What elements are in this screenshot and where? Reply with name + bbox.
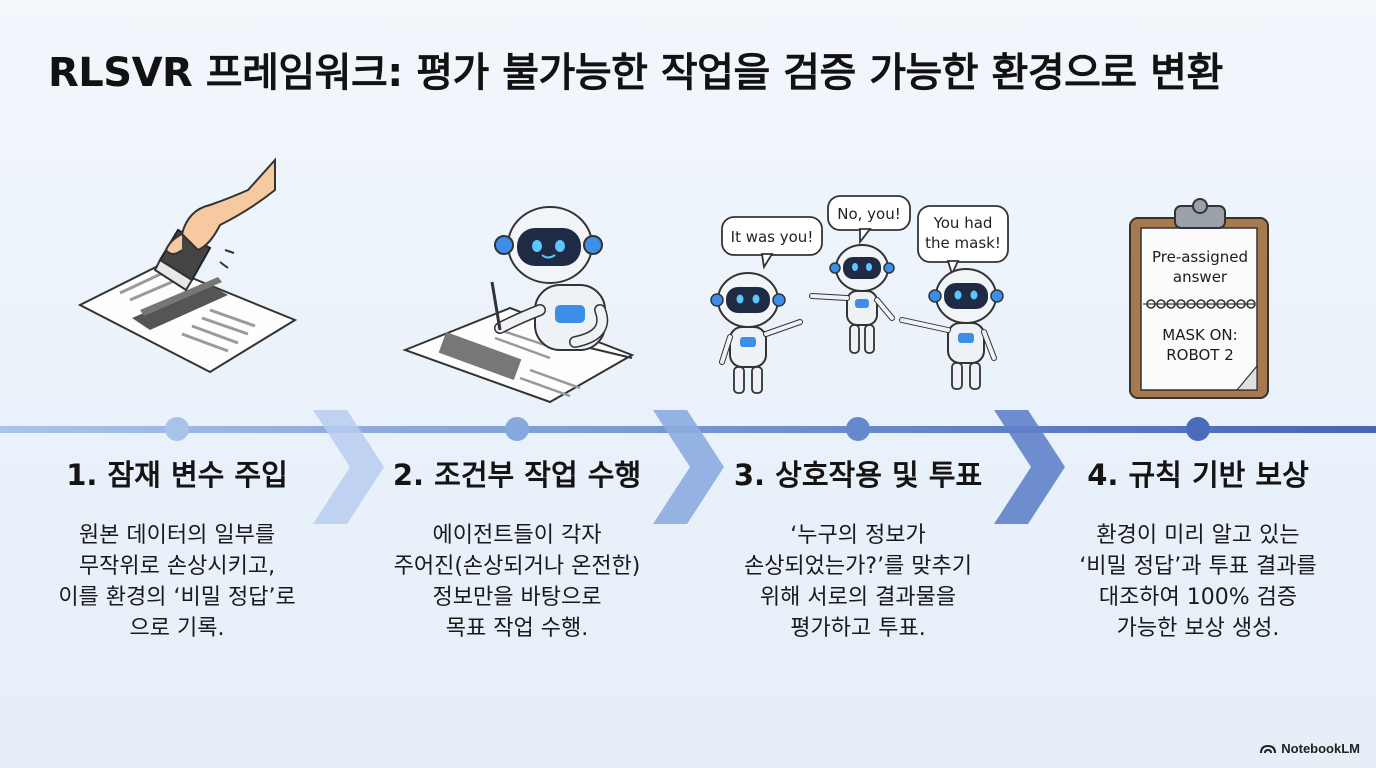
step-3-desc-line: 위해 서로의 결과물을	[759, 585, 957, 610]
step-2-desc-line: 목표 작업 수행.	[445, 616, 589, 641]
step-2-title: 2. 조건부 작업 수행	[392, 458, 642, 492]
step-4-description: 환경이 미리 알고 있는 ‘비밀 정답’과 투표 결과를 대조하여 100% 검…	[1033, 520, 1363, 644]
clipboard-bottom-line-1: MASK ON:	[1162, 326, 1237, 344]
bubble-middle-text: No, you!	[837, 205, 901, 223]
timeline-line	[0, 426, 1376, 433]
step-3-description: ‘누구의 정보가 손상되었는가?’를 맞추기 위해 서로의 결과물을 평가하고 …	[693, 520, 1023, 644]
speech-bubble-middle: No, you!	[827, 195, 911, 245]
step-4-title: 4. 규칙 기반 보상	[1087, 458, 1309, 492]
step-1-desc-line: 무작위로 손상시키고,	[78, 554, 276, 579]
robot-icon	[490, 206, 609, 351]
robots-voting-illustration: It was you! No, you! You had the mask!	[710, 195, 1009, 394]
step-3-desc-line: 평가하고 투표.	[790, 616, 926, 641]
step-4-desc-line: 대조하여 100% 검증	[1098, 585, 1298, 610]
bubble-right-text-1: You had	[933, 214, 993, 232]
notebooklm-watermark: NotebookLM	[1260, 741, 1360, 756]
clipboard-top-line-1: Pre-assigned	[1152, 248, 1248, 266]
bubble-left-text: It was you!	[731, 228, 814, 246]
step-2-desc-line: 에이전트들이 각자	[432, 523, 602, 548]
step-2-desc-line: 주어진(손상되거나 온전한)	[393, 554, 641, 579]
clipboard-bottom-line-2: ROBOT 2	[1166, 346, 1234, 364]
clipboard-illustration: Pre-assigned answer MASK ON: ROBOT 2	[1129, 198, 1269, 399]
step-1-description: 원본 데이터의 일부를 무작위로 손상시키고, 이를 환경의 ‘비밀 정답’로 …	[12, 520, 342, 644]
step-3-desc-line: 손상되었는가?’를 맞추기	[743, 554, 973, 579]
page-title: RLSVR 프레임워크: 평가 불가능한 작업을 검증 가능한 환경으로 변환	[48, 50, 1223, 96]
step-2-description: 에이전트들이 각자 주어진(손상되거나 온전한) 정보만을 바탕으로 목표 작업…	[352, 520, 682, 644]
step-1-desc-line: 원본 데이터의 일부를	[78, 523, 276, 548]
step-1-desc-line: 이를 환경의 ‘비밀 정답’로	[58, 585, 296, 610]
speech-bubble-right: You had the mask!	[917, 205, 1009, 277]
notebooklm-logo-icon	[1260, 744, 1277, 753]
timeline-node-2	[505, 417, 529, 441]
timeline-node-4	[1186, 417, 1210, 441]
step-1-title: 1. 잠재 변수 주입	[66, 458, 288, 492]
step-4-desc-line: 가능한 보상 생성.	[1116, 616, 1280, 641]
speech-bubble-left: It was you!	[721, 216, 823, 270]
robot-icon	[899, 268, 1004, 390]
erase-document-illustration	[77, 157, 298, 374]
robot-icon	[710, 272, 803, 394]
step-3-desc-line: ‘누구의 정보가	[790, 523, 926, 548]
step-4-desc-line: ‘비밀 정답’과 투표 결과를	[1079, 554, 1317, 579]
clipboard-top-line-2: answer	[1173, 268, 1228, 286]
robot-icon	[809, 244, 895, 354]
step-2-desc-line: 정보만을 바탕으로	[432, 585, 602, 610]
spiral-binding-icon	[1146, 299, 1256, 309]
timeline-node-3	[846, 417, 870, 441]
robot-writing-illustration	[402, 206, 635, 404]
brand-label: NotebookLM	[1281, 741, 1360, 756]
step-4-desc-line: 환경이 미리 알고 있는	[1096, 523, 1300, 548]
timeline-node-1	[165, 417, 189, 441]
step-3-title: 3. 상호작용 및 투표	[733, 458, 983, 492]
bubble-right-text-2: the mask!	[925, 234, 1001, 252]
step-1-desc-line: 으로 기록.	[129, 616, 225, 641]
